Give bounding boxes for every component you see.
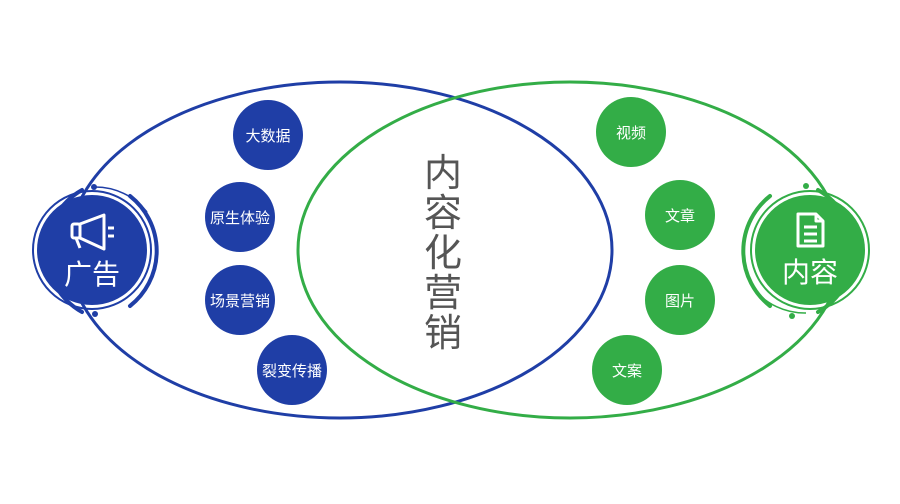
right-hub-circle bbox=[755, 195, 865, 305]
document-icon bbox=[796, 212, 825, 248]
right-item-circle bbox=[645, 180, 715, 250]
right-item-label: 文案 bbox=[612, 362, 642, 380]
left-item: 原生体验 bbox=[205, 182, 275, 252]
left-item-circle bbox=[257, 335, 327, 405]
right-item: 文章 bbox=[645, 180, 715, 250]
right-hub-dot bbox=[803, 183, 809, 189]
right-hub: 内容 bbox=[741, 183, 870, 319]
left-item: 大数据 bbox=[233, 100, 303, 170]
left-item-label: 原生体验 bbox=[210, 209, 270, 227]
left-item: 场景营销 bbox=[205, 265, 275, 335]
right-item-label: 视频 bbox=[616, 124, 646, 142]
center-title: 内 容 化 营 销 bbox=[424, 151, 462, 355]
left-hub-ring-arc bbox=[128, 194, 159, 308]
right-hub-dot bbox=[789, 313, 795, 319]
center-title-char: 容 bbox=[424, 191, 462, 235]
left-item-circle bbox=[205, 182, 275, 252]
right-item-label: 文章 bbox=[665, 207, 695, 225]
right-item-circle bbox=[645, 265, 715, 335]
right-item-label: 图片 bbox=[665, 292, 695, 310]
left-item-label: 场景营销 bbox=[210, 292, 270, 310]
advertising-ellipse bbox=[66, 80, 614, 420]
left-hub-dot bbox=[91, 184, 97, 190]
left-item-circle bbox=[205, 265, 275, 335]
right-hub-inner-ring bbox=[750, 190, 870, 310]
right-item: 视频 bbox=[596, 97, 666, 167]
left-hub: 广告 bbox=[32, 184, 159, 317]
right-item: 图片 bbox=[645, 265, 715, 335]
left-item-label: 裂变传播 bbox=[262, 362, 322, 380]
right-item-circle bbox=[592, 335, 662, 405]
center-title-char: 化 bbox=[424, 231, 462, 275]
megaphone-icon bbox=[70, 213, 114, 251]
left-hub-dot bbox=[92, 311, 98, 317]
left-item: 裂变传播 bbox=[257, 335, 327, 405]
center-title-char: 内 bbox=[424, 151, 462, 195]
center-title-char: 销 bbox=[424, 311, 462, 355]
right-item-circle bbox=[596, 97, 666, 167]
left-hub-label: 广告 bbox=[64, 258, 120, 291]
right-item: 文案 bbox=[592, 335, 662, 405]
left-hub-inner-ring bbox=[32, 190, 152, 310]
left-item-circle bbox=[233, 100, 303, 170]
left-hub-thin-arc bbox=[93, 186, 148, 213]
left-hub-circle bbox=[37, 195, 147, 305]
right-hub-label: 内容 bbox=[782, 256, 838, 289]
right-hub-thin-arc bbox=[752, 287, 807, 314]
left-item-label: 大数据 bbox=[245, 127, 290, 145]
center-title-char: 营 bbox=[424, 271, 462, 315]
